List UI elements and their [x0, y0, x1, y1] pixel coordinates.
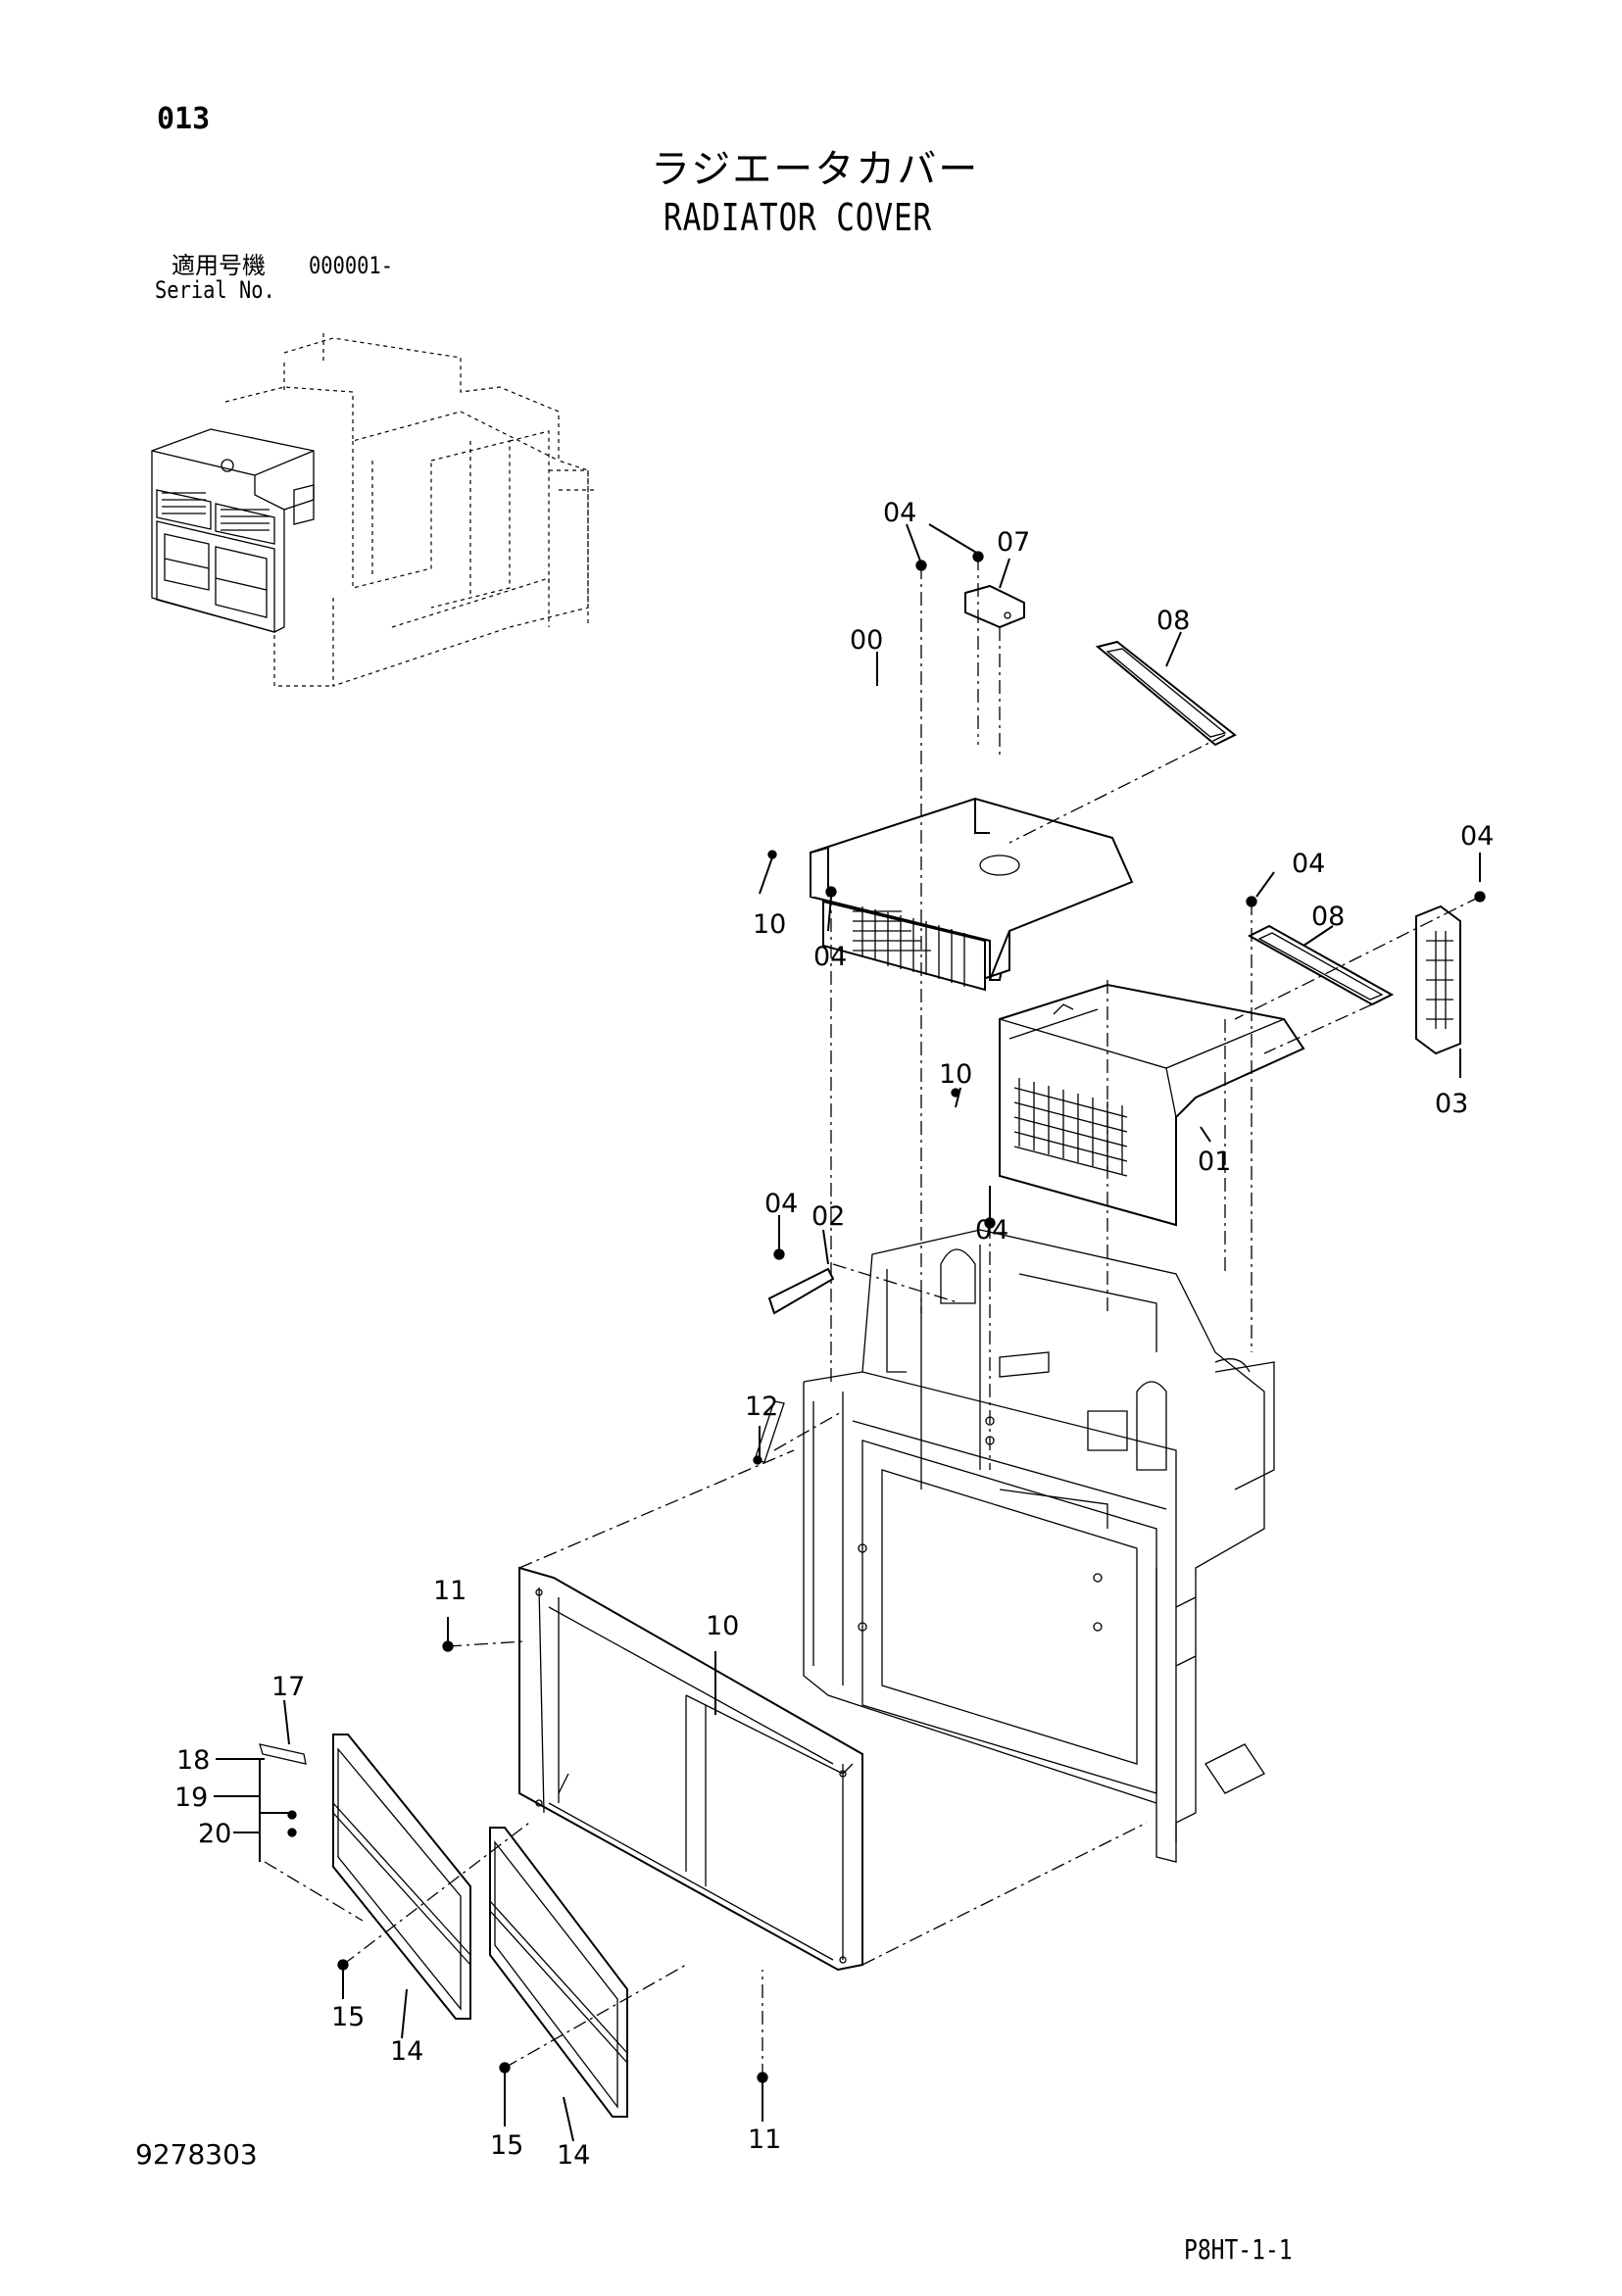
callout-03: 03: [1435, 1089, 1468, 1119]
callout-14: 14: [390, 2036, 423, 2067]
callout-01: 01: [1198, 1147, 1231, 1177]
top-cover-00: [810, 797, 1134, 992]
callout-10: 10: [706, 1611, 739, 1641]
callout-12: 12: [745, 1392, 778, 1422]
plate-05: [964, 584, 1025, 629]
footer-code: P8HT-1-1: [1184, 2233, 1293, 2266]
callout-04: 04: [975, 1215, 1008, 1246]
callout-04: 04: [813, 942, 847, 972]
callout-15: 15: [490, 2130, 523, 2161]
callout-11: 11: [433, 1576, 467, 1606]
callout-18: 18: [176, 1745, 210, 1776]
machine-location-thumbnail: [151, 333, 598, 687]
callout-08: 10: [939, 1059, 972, 1090]
radiator-frame: [803, 1229, 1275, 1863]
serial-label-japanese: 適用号機: [172, 252, 266, 279]
callout-07: 08: [1156, 606, 1190, 636]
callout-08: 10: [753, 909, 786, 940]
callout-02: 02: [811, 1201, 845, 1232]
screen-03: [1415, 904, 1461, 1055]
grille-10: [518, 1566, 863, 1972]
seal-07-upper: [1095, 640, 1237, 747]
serial-value: 000001-: [309, 252, 393, 279]
callout-04: 04: [764, 1189, 798, 1219]
bracket-02: [767, 1267, 835, 1315]
side-cover-01: [999, 983, 1305, 1227]
callout-14: 14: [557, 2140, 590, 2171]
page-number: 013: [157, 102, 211, 136]
callout-04: 04: [883, 498, 916, 528]
title-english: RADIATOR COVER: [664, 196, 933, 239]
document-number: 9278303: [135, 2138, 258, 2171]
callout-labels: 04 07 00 08 10 04 04 04 08 03 10 01 04 0…: [174, 498, 1494, 2171]
assembly-lines: [264, 557, 1481, 2077]
callout-04: 04: [1460, 821, 1494, 852]
seal-07-lower: [1247, 924, 1395, 1006]
callout-17: 17: [271, 1672, 305, 1702]
leader-lines: [214, 523, 1481, 2142]
callout-05: 07: [997, 527, 1030, 558]
callout-20: 20: [198, 1819, 231, 1849]
screen-14-right: [489, 1827, 628, 2118]
title-japanese: ラジエータカバー: [651, 147, 980, 192]
callout-15: 15: [331, 2002, 365, 2032]
screen-14-left: [332, 1734, 471, 2020]
callout-00: 00: [850, 625, 883, 656]
serial-label-english: Serial No.: [155, 276, 275, 304]
callout-19: 19: [174, 1783, 208, 1813]
callout-11: 11: [748, 2125, 781, 2155]
callout-07: 08: [1311, 902, 1345, 932]
callout-04: 04: [1292, 849, 1325, 879]
